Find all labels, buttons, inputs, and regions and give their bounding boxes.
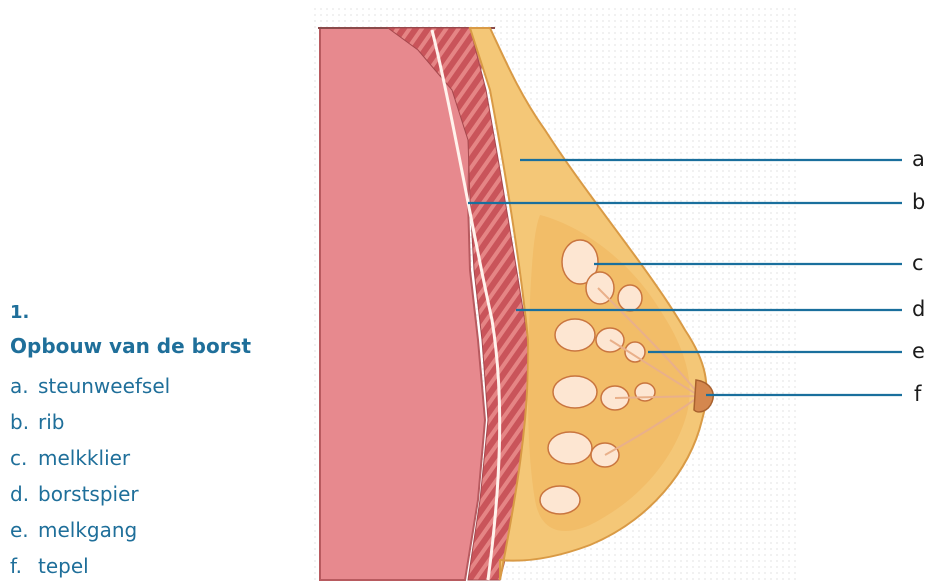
label-d: d <box>912 297 925 321</box>
legend-item: d.borstspier <box>10 476 251 512</box>
legend: 1. Opbouw van de borst a.steunweefsel b.… <box>10 304 251 584</box>
label-e: e <box>912 339 925 363</box>
legend-title: Opbouw van de borst <box>10 334 251 358</box>
legend-item: e.melkgang <box>10 512 251 548</box>
label-f: f <box>914 382 921 406</box>
figure-number: 1. <box>10 304 251 322</box>
legend-item: f.tepel <box>10 548 251 584</box>
label-a: a <box>912 147 925 171</box>
legend-item: c.melkklier <box>10 440 251 476</box>
label-b: b <box>912 190 925 214</box>
legend-item: a.steunweefsel <box>10 368 251 404</box>
label-c: c <box>912 251 924 275</box>
legend-item: b.rib <box>10 404 251 440</box>
